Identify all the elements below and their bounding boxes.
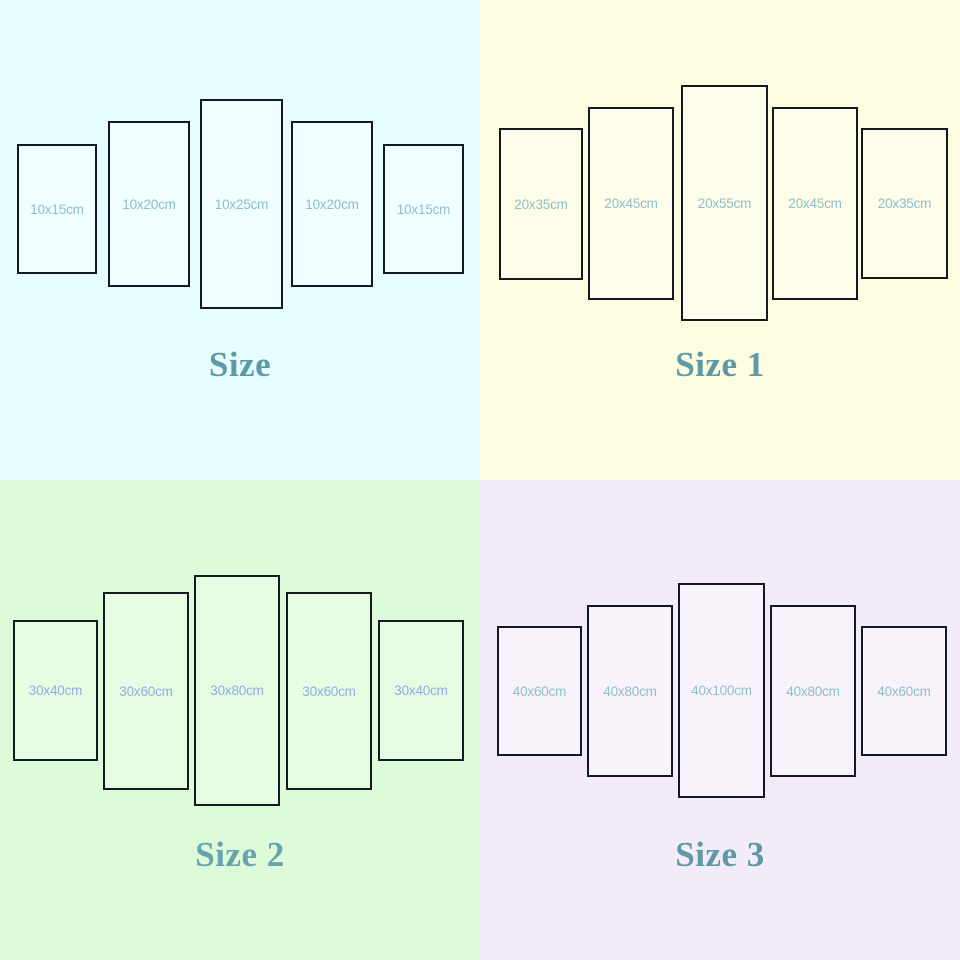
panel-dimension-label: 30x60cm: [302, 683, 356, 699]
canvas-panel: 10x20cm: [108, 121, 190, 287]
panel-dimension-label: 20x55cm: [697, 195, 752, 211]
canvas-panel: 20x35cm: [861, 128, 948, 279]
canvas-panel-group: 20x35cm 20x45cm 20x55cm 20x45cm 20x35cm: [480, 0, 960, 340]
canvas-panel-group: 30x40cm 30x60cm 30x80cm 30x60cm 30x40cm: [0, 480, 480, 820]
panel-dimension-label: 10x15cm: [396, 201, 451, 217]
canvas-panel: 20x35cm: [499, 128, 583, 280]
canvas-panel-group: 10x15cm 10x20cm 10x25cm 10x20cm 10x15cm: [0, 0, 480, 340]
size-option-title: Size 2: [195, 835, 285, 874]
panel-dimension-label: 30x40cm: [28, 683, 83, 698]
canvas-panel: 10x15cm: [383, 144, 464, 274]
panel-dimension-label: 30x40cm: [394, 683, 448, 698]
panel-dimension-label: 20x45cm: [788, 196, 842, 211]
panel-dimension-label: 20x35cm: [877, 196, 932, 211]
panel-dimension-label: 30x80cm: [210, 683, 264, 698]
panel-dimension-label: 10x20cm: [305, 196, 359, 212]
panel-dimension-label: 10x15cm: [30, 201, 84, 217]
panel-dimension-label: 20x35cm: [514, 196, 568, 212]
canvas-panel: 10x15cm: [17, 144, 97, 274]
canvas-panel: 20x45cm: [588, 107, 674, 300]
canvas-panel: 10x25cm: [200, 99, 283, 309]
canvas-panel: 20x45cm: [772, 107, 858, 300]
canvas-panel: 30x80cm: [194, 575, 280, 806]
canvas-panel: 40x80cm: [770, 605, 856, 777]
canvas-panel: 40x100cm: [678, 583, 765, 798]
panel-dimension-label: 40x100cm: [691, 683, 752, 698]
panel-dimension-label: 20x45cm: [604, 196, 658, 211]
panel-dimension-label: 30x60cm: [119, 683, 173, 699]
panel-dimension-label: 10x20cm: [122, 196, 176, 212]
canvas-panel-group: 40x60cm 40x80cm 40x100cm 40x80cm 40x60cm: [480, 480, 960, 820]
size-option-title: Size 1: [675, 345, 765, 384]
size-option-title: Size: [208, 345, 272, 384]
panel-dimension-label: 40x60cm: [877, 683, 931, 699]
panel-dimension-label: 40x80cm: [786, 683, 840, 699]
canvas-panel: 40x60cm: [861, 626, 947, 756]
panel-dimension-label: 10x25cm: [214, 196, 269, 212]
size-option-title: Size 3: [675, 835, 765, 874]
canvas-panel: 10x20cm: [291, 121, 373, 287]
canvas-panel: 40x80cm: [587, 605, 673, 777]
panel-dimension-label: 40x80cm: [603, 683, 657, 699]
canvas-panel: 30x60cm: [103, 592, 189, 790]
panel-dimension-label: 40x60cm: [512, 683, 567, 699]
canvas-panel: 40x60cm: [497, 626, 582, 756]
canvas-panel: 30x40cm: [378, 620, 464, 761]
canvas-panel: 20x55cm: [681, 85, 768, 321]
canvas-panel: 30x40cm: [13, 620, 98, 761]
canvas-panel: 30x60cm: [286, 592, 372, 790]
